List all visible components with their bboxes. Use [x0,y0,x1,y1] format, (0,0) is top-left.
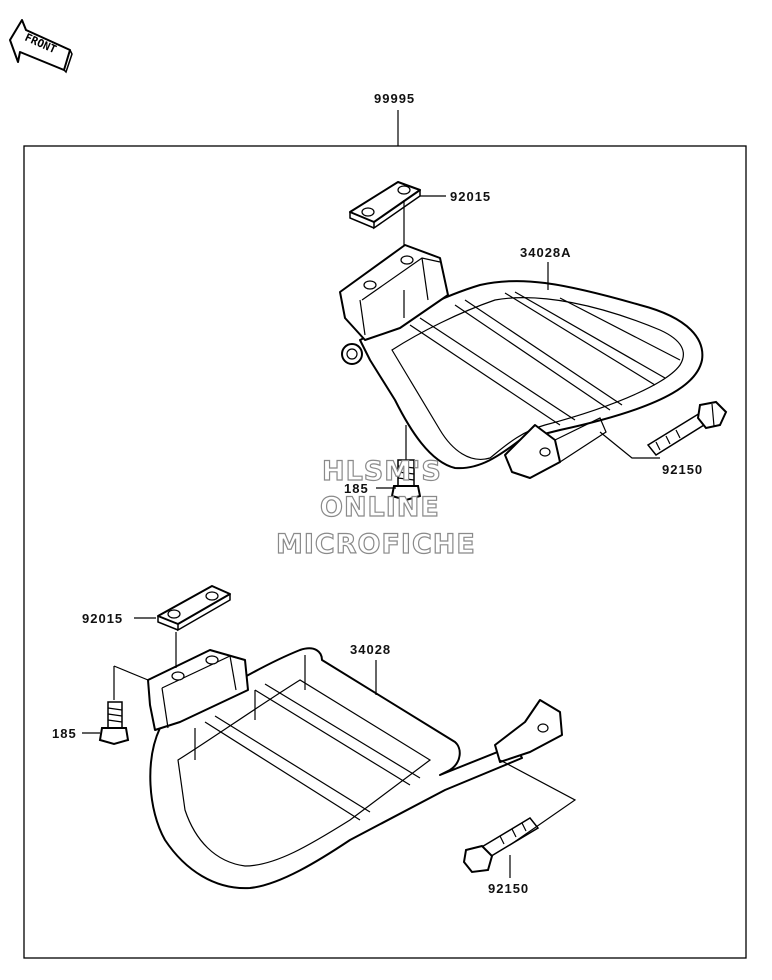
watermark-line-3: MICROFICHE [276,529,476,560]
assembly-number: 99995 [374,91,415,106]
upper-bolt-label: 92150 [662,462,703,477]
lower-rack [147,647,563,890]
upper-bracket-plate [349,181,421,230]
upper-plate-label: 92015 [450,189,491,204]
lower-plate-label: 92015 [82,611,123,626]
watermark-line-1: HLSM'S [322,456,442,487]
lower-bolt-label: 92150 [488,881,529,896]
lower-rack-label: 34028 [350,642,391,657]
watermark-line-2: ONLINE [320,492,440,523]
front-arrow-icon: FRONT [9,19,73,74]
lower-bracket-plate [157,585,231,632]
lower-rack-bracket [147,649,249,731]
lower-long-bolt [462,817,540,874]
upper-nut-label: 185 [344,481,369,496]
assembly-frame [23,145,747,959]
upper-rack [339,244,704,479]
lower-rack-frame [149,647,523,890]
watermark: HLSM'S ONLINE MICROFICHE [275,455,476,560]
upper-rack-label: 34028A [520,245,572,260]
upper-rack-bracket [339,244,449,341]
upper-long-bolt [646,400,728,456]
lower-nut-bolt [98,701,130,746]
lower-nut-label: 185 [52,726,77,741]
upper-nut-bolt [390,459,422,502]
